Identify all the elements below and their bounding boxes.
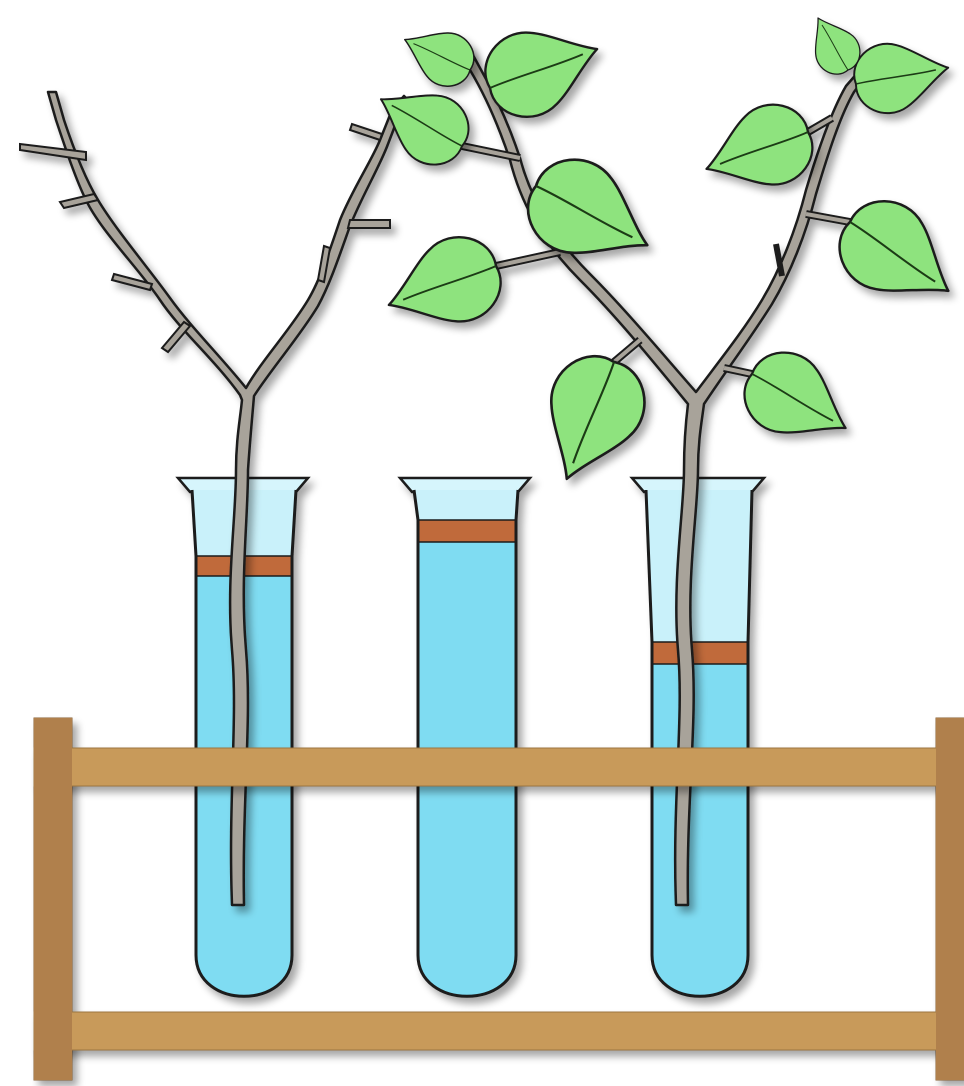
test-tube-2 bbox=[400, 478, 530, 996]
leaf bbox=[513, 144, 669, 286]
leaf bbox=[523, 344, 657, 496]
oil-layer-3 bbox=[652, 642, 748, 664]
test-tube-3 bbox=[632, 478, 764, 996]
rack-crossbar-top bbox=[34, 748, 964, 786]
leaf bbox=[824, 185, 964, 327]
leaf bbox=[849, 34, 954, 119]
leaf bbox=[693, 94, 822, 206]
rack-crossbar-bottom bbox=[34, 1012, 964, 1050]
leaves bbox=[364, 7, 964, 496]
oil-layer-2 bbox=[418, 520, 516, 542]
leaf bbox=[393, 15, 481, 94]
leaf bbox=[731, 339, 865, 463]
leaf bbox=[374, 226, 511, 345]
